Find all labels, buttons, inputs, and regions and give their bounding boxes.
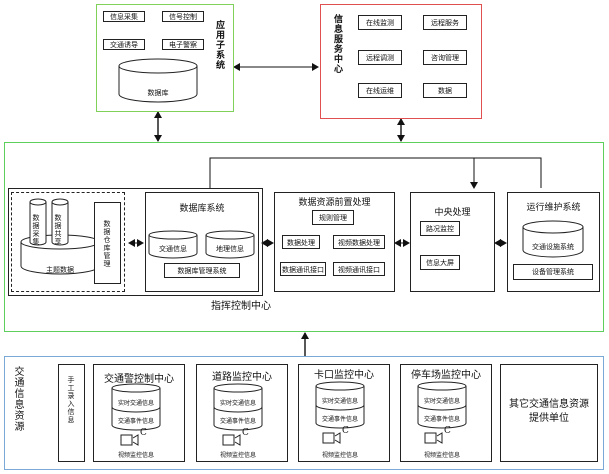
app-subsystem-title: 应用子系统 (214, 20, 224, 70)
svc-remote-debug[interactable]: 远程调测 (358, 50, 402, 65)
db-geo-info: 地理信息 (216, 245, 244, 253)
info-screen[interactable]: 信息大屏 (420, 255, 460, 270)
c-mark: C (342, 426, 349, 436)
video-comm-interface[interactable]: 视频通讯接口 (333, 262, 385, 276)
center-db-bottom: 交通事件信息 (423, 416, 460, 423)
center-camera-label: 视频监控信息 (321, 452, 358, 459)
manual-entry-label: 手工录入信息 (67, 376, 75, 424)
center-db-icon (417, 381, 467, 429)
center-db-icon (213, 383, 263, 431)
center-db-top: 实时交通信息 (117, 400, 154, 407)
central-processing (410, 192, 495, 292)
svc-online-monitor[interactable]: 在线监测 (358, 15, 402, 30)
center-db-bottom: 交通事件信息 (117, 418, 154, 425)
module-signal-control[interactable]: 信号控制 (162, 11, 204, 22)
center-title: 卡口监控中心 (314, 370, 374, 381)
center-title: 停车场监控中心 (411, 370, 481, 381)
center-db-bottom: 交通事件信息 (219, 418, 256, 425)
source-center-road-monitor[interactable] (196, 364, 288, 462)
center-db-top: 实时交通信息 (423, 398, 460, 405)
info-service-title: 信息服务中心 (332, 14, 342, 74)
center-db-bottom: 交通事件信息 (321, 416, 358, 423)
data-comm-interface[interactable]: 数据通讯接口 (280, 262, 326, 276)
maintenance-title: 运行维护系统 (526, 203, 581, 213)
module-info-collect[interactable]: 信息采集 (103, 11, 145, 22)
cyl-data-share: 数据共享 (54, 214, 62, 246)
cyl-data-collect: 数据采集 (32, 214, 40, 246)
center-camera-label: 视频监控信息 (117, 452, 154, 459)
sources-title: 交通信息资源 (12, 366, 23, 432)
camera-icon (222, 434, 241, 446)
center-db-icon (315, 381, 365, 429)
equipment-mgmt[interactable]: 设备管理系统 (513, 264, 593, 280)
c-mark: C (242, 428, 249, 438)
warehouse-mgmt[interactable] (94, 202, 121, 284)
db-system-cylinders (148, 230, 255, 259)
svc-remote-service[interactable]: 远程服务 (423, 15, 467, 30)
center-camera-label: 视频监控信息 (219, 452, 256, 459)
video-data-processing[interactable]: 视频数据处理 (333, 235, 385, 249)
storage-base-label: 主题数据 (46, 266, 74, 274)
camera-icon (424, 432, 443, 444)
center-camera-label: 视频监控信息 (423, 452, 460, 459)
center-db-top: 实时交通信息 (219, 400, 256, 407)
maintenance-db-icon (522, 220, 584, 258)
storage-cylinders (20, 198, 100, 275)
central-title: 中央处理 (434, 208, 471, 218)
manual-entry[interactable] (58, 364, 85, 462)
module-e-police[interactable]: 电子警察 (162, 39, 204, 50)
command-center (4, 142, 604, 332)
other-providers-label: 其它交通信息资源提供单位 (509, 399, 589, 424)
rule-mgmt[interactable]: 规则管理 (312, 210, 354, 225)
camera-icon (322, 432, 341, 444)
svc-consult-mgmt[interactable]: 咨询管理 (423, 50, 467, 65)
db-traffic-info: 交通信息 (159, 245, 187, 253)
svc-data[interactable]: 数据 (423, 83, 467, 98)
module-traffic-guidance[interactable]: 交通诱导 (103, 39, 145, 50)
bus-line (209, 157, 542, 188)
center-title: 交通警控制中心 (104, 374, 174, 385)
app-db-label: 数据库 (147, 89, 169, 97)
road-monitor[interactable]: 路况监控 (420, 221, 460, 236)
center-db-top: 实时交通信息 (321, 398, 358, 405)
camera-icon (120, 434, 139, 446)
warehouse-label: 数据仓库管理 (103, 220, 111, 268)
storage-group (8, 188, 263, 296)
command-center-title: 指挥控制中心 (211, 301, 271, 312)
center-title: 道路监控中心 (212, 372, 272, 383)
center-db-icon (111, 383, 161, 431)
c-mark: C (140, 428, 147, 438)
svc-online-ops[interactable]: 在线运维 (358, 83, 402, 98)
db-system-title: 数据库系统 (179, 204, 225, 214)
data-processing[interactable]: 数据处理 (282, 235, 320, 249)
storage-dashed-box (11, 192, 125, 292)
maintenance-db-label: 交通设施系统 (532, 243, 574, 251)
db-mgmt-system[interactable]: 数据库管理系统 (164, 263, 240, 278)
app-database-icon (118, 58, 198, 103)
other-providers[interactable] (500, 364, 598, 462)
c-mark: C (444, 426, 451, 436)
preprocess-title: 数据资源前置处理 (298, 198, 371, 208)
